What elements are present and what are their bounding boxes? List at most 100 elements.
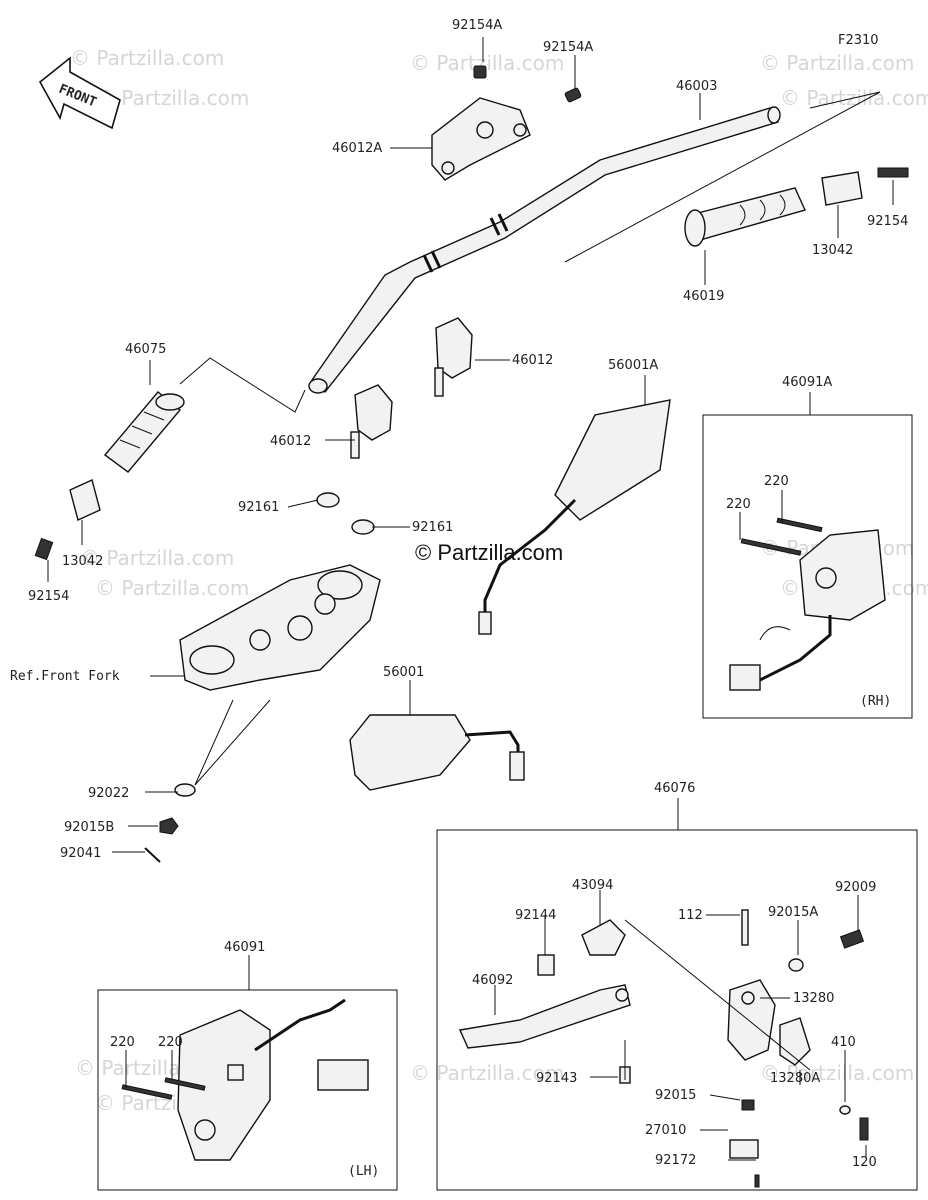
- mirror-56001[interactable]: [349, 714, 525, 791]
- label-120[interactable]: 120: [852, 1155, 877, 1170]
- label-13280[interactable]: 13280: [793, 991, 834, 1006]
- label-46012A[interactable]: 46012A: [332, 141, 382, 156]
- label-92015[interactable]: 92015: [655, 1088, 696, 1103]
- label-220-rh-a[interactable]: 220: [726, 497, 751, 512]
- label-lh: (LH): [348, 1164, 379, 1179]
- washer-410[interactable]: [839, 1105, 851, 1115]
- washer-92015A[interactable]: [788, 958, 804, 972]
- screw-92172[interactable]: [754, 1174, 760, 1188]
- handlebar-clamp-46012A[interactable]: [431, 97, 531, 181]
- label-56001[interactable]: 56001: [383, 665, 424, 680]
- grip-end-13042-left[interactable]: [69, 479, 101, 521]
- part-labels: 92154A 92154A 46003 46012A 92154 13042 4…: [10, 18, 908, 1179]
- holder-clamp-13280A[interactable]: [779, 1017, 811, 1066]
- label-92022[interactable]: 92022: [88, 786, 129, 801]
- label-13280A[interactable]: 13280A: [770, 1071, 820, 1086]
- label-46003[interactable]: 46003: [676, 79, 717, 94]
- screw-220-rh-a[interactable]: [740, 538, 802, 556]
- watermark-12: © Partzilla.com: [410, 1061, 564, 1085]
- label-46092[interactable]: 46092: [472, 973, 513, 988]
- handlebar-holder-46012-a[interactable]: [434, 317, 473, 397]
- label-92015A[interactable]: 92015A: [768, 905, 818, 920]
- label-46012-b[interactable]: 46012: [270, 434, 311, 449]
- screw-220-lh-b[interactable]: [164, 1077, 206, 1091]
- leader-lines: [47, 37, 894, 1161]
- left-grip-46075[interactable]: [103, 391, 185, 473]
- bolt-92154A-b[interactable]: [564, 87, 582, 103]
- box-46091A: [702, 414, 913, 719]
- label-ref-front-fork[interactable]: Ref.Front Fork: [10, 669, 120, 684]
- cotter-pin-92041[interactable]: [144, 847, 161, 863]
- watermark-3: © Partzilla.com: [410, 51, 564, 75]
- watermark-7: © Partzilla.com: [95, 576, 249, 600]
- label-92015B[interactable]: 92015B: [64, 820, 114, 835]
- label-56001A[interactable]: 56001A: [608, 358, 658, 373]
- watermark-2: © Partzilla.com: [95, 86, 249, 110]
- screw-220-rh-b[interactable]: [776, 517, 823, 533]
- label-13042-left[interactable]: 13042: [62, 554, 103, 569]
- washer-92022[interactable]: [174, 783, 196, 797]
- nut-92015[interactable]: [741, 1099, 755, 1111]
- label-92154-left[interactable]: 92154: [28, 589, 69, 604]
- label-220-lh-b[interactable]: 220: [158, 1035, 183, 1050]
- label-92161-b[interactable]: 92161: [412, 520, 453, 535]
- clutch-lever-46092[interactable]: [458, 984, 631, 1049]
- throttle-grip-46019[interactable]: [684, 187, 806, 247]
- bolt-92009[interactable]: [839, 929, 865, 949]
- lever-holder-13280[interactable]: [727, 979, 776, 1061]
- bolt-92154-left[interactable]: [34, 537, 54, 561]
- upper-bracket-front-fork[interactable]: [179, 564, 381, 691]
- label-92154-right[interactable]: 92154: [867, 214, 908, 229]
- label-46091A[interactable]: 46091A: [782, 375, 832, 390]
- nut-92015B[interactable]: [159, 817, 179, 835]
- label-220-lh-a[interactable]: 220: [110, 1035, 135, 1050]
- switch-housing-lh-46091[interactable]: [177, 998, 369, 1161]
- label-46076[interactable]: 46076: [654, 781, 695, 796]
- label-46075[interactable]: 46075: [125, 342, 166, 357]
- center-watermark: © Partzilla.com: [415, 540, 563, 565]
- label-92172[interactable]: 92172: [655, 1153, 696, 1168]
- label-92041[interactable]: 92041: [60, 846, 101, 861]
- handlebar-46003[interactable]: [308, 106, 781, 394]
- bolt-112[interactable]: [741, 909, 749, 946]
- box-46076: [436, 829, 918, 1191]
- label-92161-a[interactable]: 92161: [238, 500, 279, 515]
- bolt-92154-right[interactable]: [877, 167, 909, 178]
- label-46019[interactable]: 46019: [683, 289, 724, 304]
- label-13042-right[interactable]: 13042: [812, 243, 853, 258]
- watermark-6: © Partzilla.com: [80, 546, 234, 570]
- handlebar-holder-46012-b[interactable]: [350, 384, 393, 459]
- adjuster-43094[interactable]: [581, 919, 626, 956]
- label-92143[interactable]: 92143: [536, 1071, 577, 1086]
- washer-92161-b[interactable]: [351, 519, 375, 535]
- grip-end-13042-right[interactable]: [821, 171, 863, 206]
- label-92144[interactable]: 92144: [515, 908, 556, 923]
- washer-92161-a[interactable]: [316, 492, 340, 508]
- label-112[interactable]: 112: [678, 908, 703, 923]
- label-46012-a[interactable]: 46012: [512, 353, 553, 368]
- screw-220-lh-a[interactable]: [121, 1084, 173, 1100]
- bolt-92154A-a[interactable]: [473, 65, 487, 79]
- watermark-4: © Partzilla.com: [760, 51, 914, 75]
- label-410[interactable]: 410: [831, 1035, 856, 1050]
- label-27010[interactable]: 27010: [645, 1123, 686, 1138]
- label-rh: (RH): [860, 694, 891, 709]
- mirror-56001A[interactable]: [478, 399, 671, 635]
- spring-92144[interactable]: [537, 954, 555, 976]
- label-92009[interactable]: 92009: [835, 880, 876, 895]
- switch-housing-rh-46091A[interactable]: [729, 529, 886, 691]
- watermark-13: © Partzilla.com: [760, 1061, 914, 1085]
- label-92154A-a[interactable]: 92154A: [452, 18, 502, 33]
- box-46091: [97, 989, 398, 1191]
- label-46091[interactable]: 46091: [224, 940, 265, 955]
- figure-code: F2310: [838, 33, 879, 48]
- front-arrow-icon: FRONT: [38, 56, 121, 130]
- watermark-1: © Partzilla.com: [70, 46, 224, 70]
- label-220-rh-b[interactable]: 220: [764, 474, 789, 489]
- label-92154A-b[interactable]: 92154A: [543, 40, 593, 55]
- bolt-120[interactable]: [859, 1117, 869, 1141]
- switch-27010[interactable]: [729, 1139, 759, 1159]
- label-43094[interactable]: 43094: [572, 878, 613, 893]
